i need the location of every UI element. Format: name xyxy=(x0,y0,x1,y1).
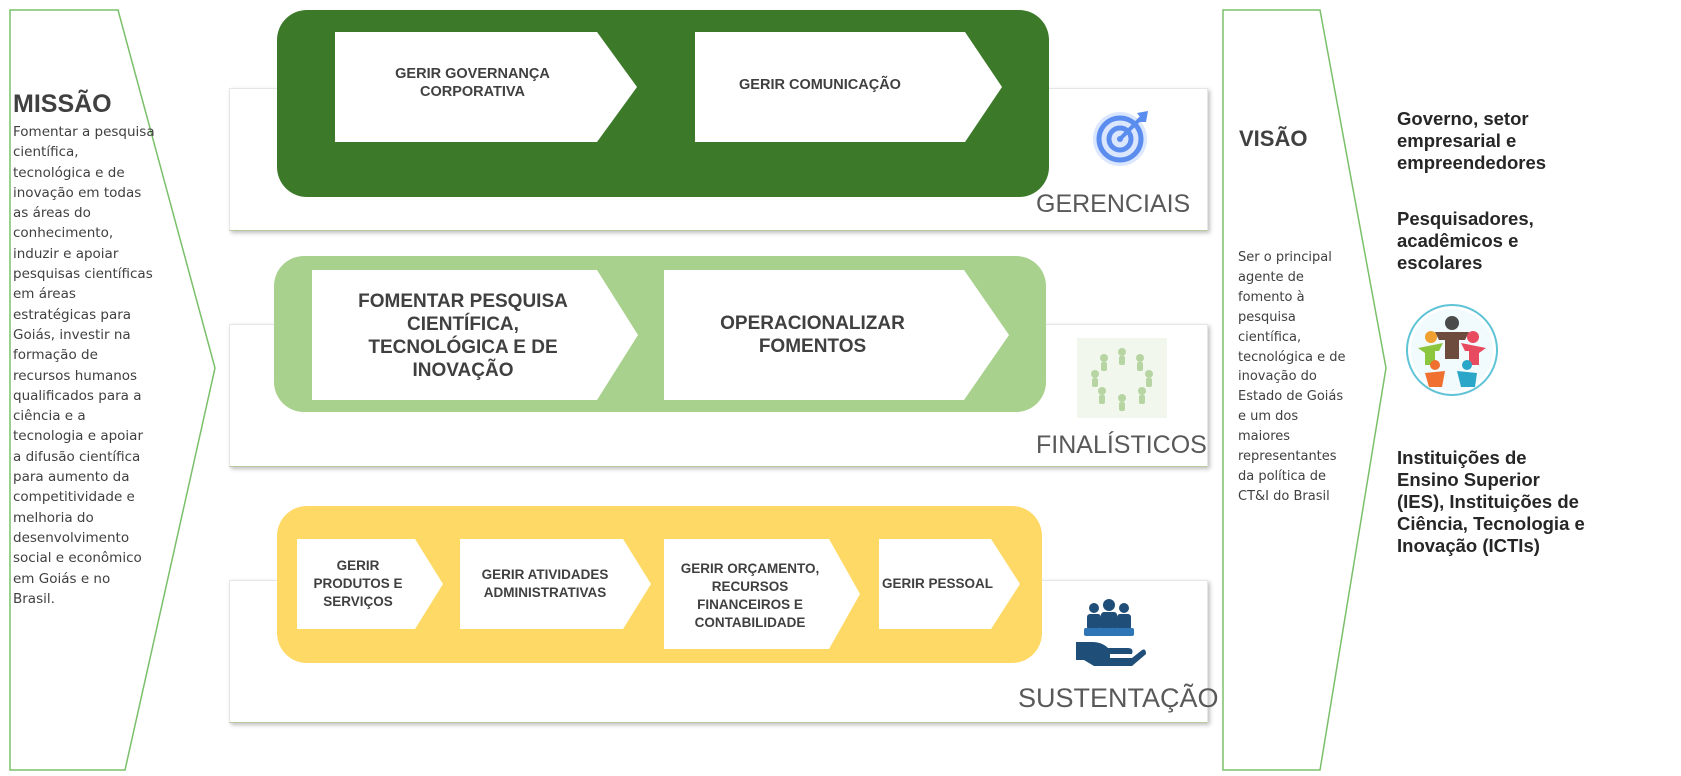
hand-team-icon xyxy=(1076,599,1146,666)
sustentacao-arrow-1-label: GERIR PRODUTOS E SERVIÇOS xyxy=(313,558,403,609)
visao-text: Ser o principal agente de fomento à pesq… xyxy=(1238,250,1346,504)
sustentacao-arrow-3[interactable] xyxy=(664,539,864,650)
gerenciais-arrow-2-label: GERIR COMUNICAÇÃO xyxy=(739,77,901,93)
sustentacao-arrow-2-label: GERIR ATIVIDADES ADMINISTRATIVAS xyxy=(481,567,609,600)
gerenciais-label: GERENCIAIS xyxy=(1036,190,1191,218)
visao-chevron xyxy=(1222,9,1387,771)
finalisticos-label: FINALÍSTICOS xyxy=(1036,431,1207,459)
finalisticos-arrow-2[interactable] xyxy=(664,270,1014,401)
community-icon xyxy=(1406,304,1498,396)
sustentacao-label: SUSTENTAÇÃO xyxy=(1018,683,1219,713)
people-circle-icon xyxy=(1077,338,1167,418)
finalisticos-arrow-1[interactable] xyxy=(312,270,642,401)
sustentacao-arrow-3-label: GERIR ORÇAMENTO, RECURSOS FINANCEIROS E … xyxy=(680,561,820,630)
sustentacao-arrow-2[interactable] xyxy=(460,539,655,630)
sustentacao-arrow-1[interactable] xyxy=(297,539,447,630)
publico-governo: Governo, setor empresarial e empreendedo… xyxy=(1397,108,1547,173)
publico-pesquisadores: Pesquisadores, acadêmicos e escolares xyxy=(1397,208,1534,273)
finalisticos-arrow-1-label: FOMENTAR PESQUISA CIENTÍFICA, TECNOLÓGIC… xyxy=(358,290,568,381)
gerenciais-arrow-1[interactable] xyxy=(335,32,640,143)
visao-title: VISÃO xyxy=(1239,126,1308,151)
gerenciais-arrow-1-label: GERIR GOVERNANÇA CORPORATIVA xyxy=(395,66,550,100)
finalisticos-arrow-2-label: OPERACIONALIZAR FOMENTOS xyxy=(720,313,905,357)
target-icon xyxy=(1093,111,1148,166)
publico-instituicoes: Instituições de Ensino Superior (IES), I… xyxy=(1397,447,1585,556)
sustentacao-arrow-4[interactable] xyxy=(879,539,1024,630)
missao-text: Fomentar a pesquisa científica, tecnológ… xyxy=(13,124,155,607)
missao-title: MISSÃO xyxy=(13,90,112,118)
missao-chevron xyxy=(9,9,216,771)
gerenciais-arrow-2[interactable] xyxy=(695,32,1005,143)
sustentacao-arrow-4-label: GERIR PESSOAL xyxy=(881,576,994,591)
